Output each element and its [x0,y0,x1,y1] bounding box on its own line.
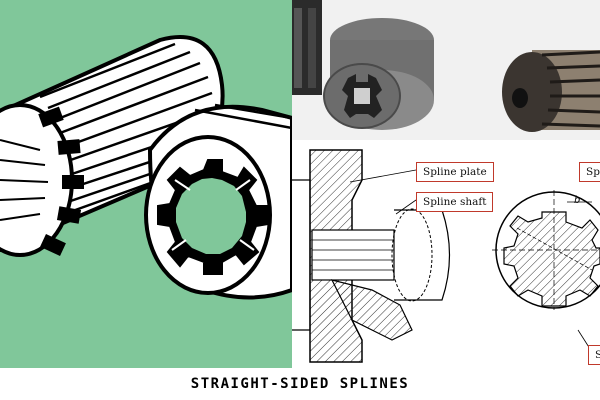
photo-spline-shaft [502,50,600,132]
spline-drawing [0,35,292,300]
label-clipped-bottom: S [588,345,600,365]
label-spline-shaft: Spline shaft [416,192,494,212]
technical-drawing-spline-joint: Spline plate Spline shaft Spl S b [292,140,600,368]
photo-shaft-edge [292,0,322,95]
illustration-spline-shaft-and-hub [0,0,292,368]
spline-hub-drawing [144,103,292,300]
photo-spline-sleeve [323,18,434,130]
spline-photos [292,0,600,132]
photo-strip-spline-parts [292,0,600,140]
caption-title: STRAIGHT-SIDED SPLINES [190,376,410,392]
label-clipped-top: Spl [579,162,600,182]
section-view [292,149,451,363]
label-spline-plate: Spline plate [416,162,494,182]
spline-section-drawing [292,149,600,363]
front-view [492,190,600,353]
dimension-b: b [574,195,581,206]
caption-bar: STRAIGHT-SIDED SPLINES [0,368,600,400]
